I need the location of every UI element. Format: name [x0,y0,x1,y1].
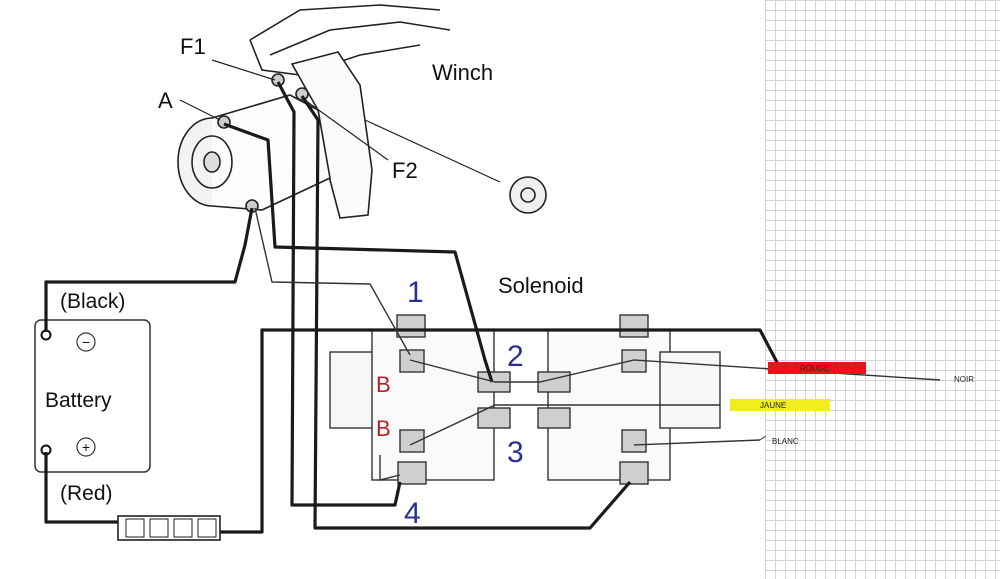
terminal-number-4: 4 [404,497,421,530]
terminal-b-lower: B [376,416,391,441]
wires [44,81,782,534]
terminal-number-1: 1 [407,276,424,309]
label-winch: Winch [432,60,493,85]
label-black: (Black) [60,290,125,313]
minus-symbol: − [82,334,90,350]
rouge-wire-tag [768,362,866,374]
jaune-wire-tag [730,399,830,411]
tag-jaune: JAUNE [760,401,786,410]
terminal-number-3: 3 [507,436,524,469]
label-battery: Battery [45,389,112,412]
terminal-b-upper: B [376,372,391,397]
plus-sign-icon [76,437,96,457]
battery [34,319,151,473]
grid-panel [765,0,1000,579]
label-f2: F2 [392,158,418,183]
fuse-block [117,515,221,541]
label-leaders [179,59,389,161]
thin-wires [254,207,941,481]
plus-symbol: + [82,439,90,455]
terminal-number-2: 2 [507,340,524,373]
label-red: (Red) [60,482,113,505]
winch-assembly [177,4,547,219]
solenoid-pack [329,314,721,485]
label-a: A [158,88,173,113]
minus-sign-icon [76,332,96,352]
tag-noir: NOIR [954,375,974,384]
tag-blanc: BLANC [772,437,799,446]
tag-rouge: ROUGE [800,364,829,373]
label-solenoid: Solenoid [498,273,584,298]
label-f1: F1 [180,34,206,59]
